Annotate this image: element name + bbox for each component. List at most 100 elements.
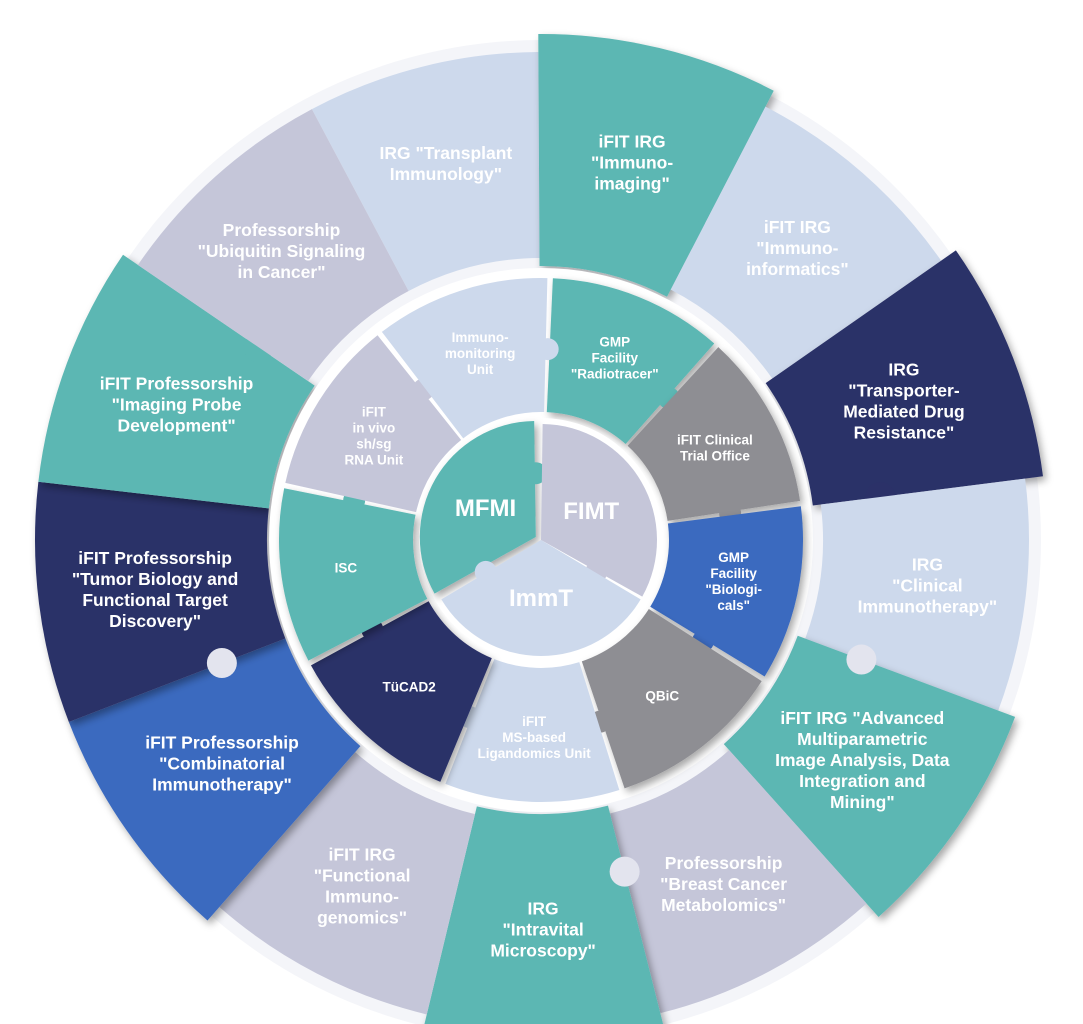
outer-piece-label-line: "Imaging Probe bbox=[112, 395, 242, 415]
puzzle-knob bbox=[524, 462, 547, 485]
outer-piece-label-line: Resistance" bbox=[854, 422, 955, 442]
core-piece-immt: ImmT bbox=[441, 540, 641, 657]
outer-piece-label-line: iFIT IRG bbox=[329, 845, 396, 865]
outer-piece-shape bbox=[609, 750, 867, 1014]
outer-piece-label-line: in Cancer" bbox=[237, 262, 325, 282]
outer-piece-label-line: Immuno- bbox=[325, 887, 399, 907]
inner-piece-label-line: iFIT Clinical bbox=[677, 433, 753, 448]
inner-piece-label-line: "Radiotracer" bbox=[571, 366, 659, 381]
outer-piece-label-line: Multiparametric bbox=[797, 729, 928, 749]
inner-piece-label-line: "Biologi- bbox=[705, 582, 762, 597]
inner-piece-label-line: Trial Office bbox=[680, 449, 750, 464]
outer-piece-label-line: "Breast Cancer bbox=[660, 874, 787, 894]
outer-piece-label-line: Functional Target bbox=[82, 590, 228, 610]
outer-piece-label-line: "Transporter- bbox=[848, 380, 960, 400]
outer-piece-ifit-irg-immuno-informatics: iFIT IRG"Immuno-informatics" bbox=[670, 106, 942, 379]
outer-piece-label-line: "Combinatorial bbox=[159, 753, 285, 773]
outer-piece-label-line: IRG bbox=[888, 359, 919, 379]
outer-piece-label-line: Mining" bbox=[830, 792, 895, 812]
puzzle-socket bbox=[206, 647, 237, 678]
outer-piece-label-line: iFIT Professorship bbox=[78, 548, 232, 568]
outer-piece-label-line: Microscopy" bbox=[490, 941, 596, 961]
inner-piece-shape bbox=[381, 278, 548, 439]
inner-piece-label: QBiC bbox=[645, 688, 679, 703]
outer-piece-label-line: iFIT IRG bbox=[764, 217, 831, 237]
inner-piece-label-line: Immuno- bbox=[452, 330, 509, 345]
outer-piece-label-line: Development" bbox=[117, 416, 235, 436]
inner-piece-label-line: GMP bbox=[599, 334, 630, 349]
inner-piece-label-line: QBiC bbox=[645, 688, 679, 703]
outer-piece-shape bbox=[137, 109, 409, 382]
inner-piece-shape bbox=[581, 608, 762, 789]
outer-piece-label-line: iFIT IRG "Advanced bbox=[780, 708, 944, 728]
core-piece-shape bbox=[441, 540, 641, 657]
outer-piece-label-line: Immunotherapy" bbox=[858, 597, 998, 617]
inner-piece-label-line: Facility bbox=[592, 350, 639, 365]
core-piece-shape bbox=[419, 421, 536, 594]
outer-piece-label-line: IRG bbox=[528, 899, 559, 919]
outer-piece-label-line: imaging" bbox=[594, 174, 669, 194]
outer-piece-shape bbox=[538, 34, 774, 297]
puzzle-knob bbox=[474, 560, 497, 583]
outer-piece-label-line: IRG "Transplant bbox=[379, 143, 512, 163]
outer-piece-label-line: "Immuno- bbox=[591, 153, 673, 173]
outer-piece-label-line: Immunology" bbox=[390, 164, 502, 184]
outer-piece-shape bbox=[670, 106, 942, 379]
inner-piece-shape bbox=[279, 488, 428, 661]
inner-piece-label-line: Unit bbox=[467, 362, 494, 377]
outer-piece-ifit-irg-immuno-imaging: iFIT IRG"Immuno-imaging" bbox=[538, 34, 774, 297]
inner-piece-label-line: monitoring bbox=[445, 346, 516, 361]
inner-piece-label-line: RNA Unit bbox=[345, 453, 404, 468]
core-piece-shape bbox=[541, 424, 657, 597]
inner-piece-label-line: GMP bbox=[718, 550, 749, 565]
outer-piece-label-line: "Tumor Biology and bbox=[72, 569, 238, 589]
inner-piece-label: TüCAD2 bbox=[383, 680, 436, 695]
core-piece-fimt: FIMT bbox=[541, 424, 657, 597]
puzzle-socket bbox=[846, 644, 877, 675]
outer-piece-shape bbox=[68, 638, 361, 921]
inner-piece-label-line: TüCAD2 bbox=[383, 680, 436, 695]
outer-piece-label-line: Integration and bbox=[799, 771, 925, 791]
inner-piece-shape bbox=[285, 335, 462, 513]
outer-piece-label-line: Professorship bbox=[665, 853, 783, 873]
outer-piece-label-line: Image Analysis, Data bbox=[775, 750, 950, 770]
inner-piece-label-line: cals" bbox=[717, 598, 750, 613]
outer-piece-shape bbox=[765, 250, 1043, 506]
outer-piece-label-line: "Immuno- bbox=[756, 238, 838, 258]
outer-piece-label-line: Professorship bbox=[223, 220, 341, 240]
puzzle-socket bbox=[609, 856, 640, 887]
inner-piece-label-line: Facility bbox=[710, 566, 757, 581]
outer-piece-shape bbox=[424, 805, 664, 1024]
outer-piece-label-line: IRG bbox=[912, 555, 943, 575]
outer-piece-label-line: Immunotherapy" bbox=[152, 774, 292, 794]
inner-piece-label-line: MS-based bbox=[502, 730, 566, 745]
puzzle-knob bbox=[536, 338, 559, 361]
outer-piece-label-line: Mediated Drug bbox=[843, 401, 965, 421]
outer-piece-label-line: "Ubiquitin Signaling bbox=[198, 241, 366, 261]
outer-piece-label-line: Metabolomics" bbox=[661, 895, 786, 915]
inner-piece-label-line: ISC bbox=[335, 561, 358, 576]
